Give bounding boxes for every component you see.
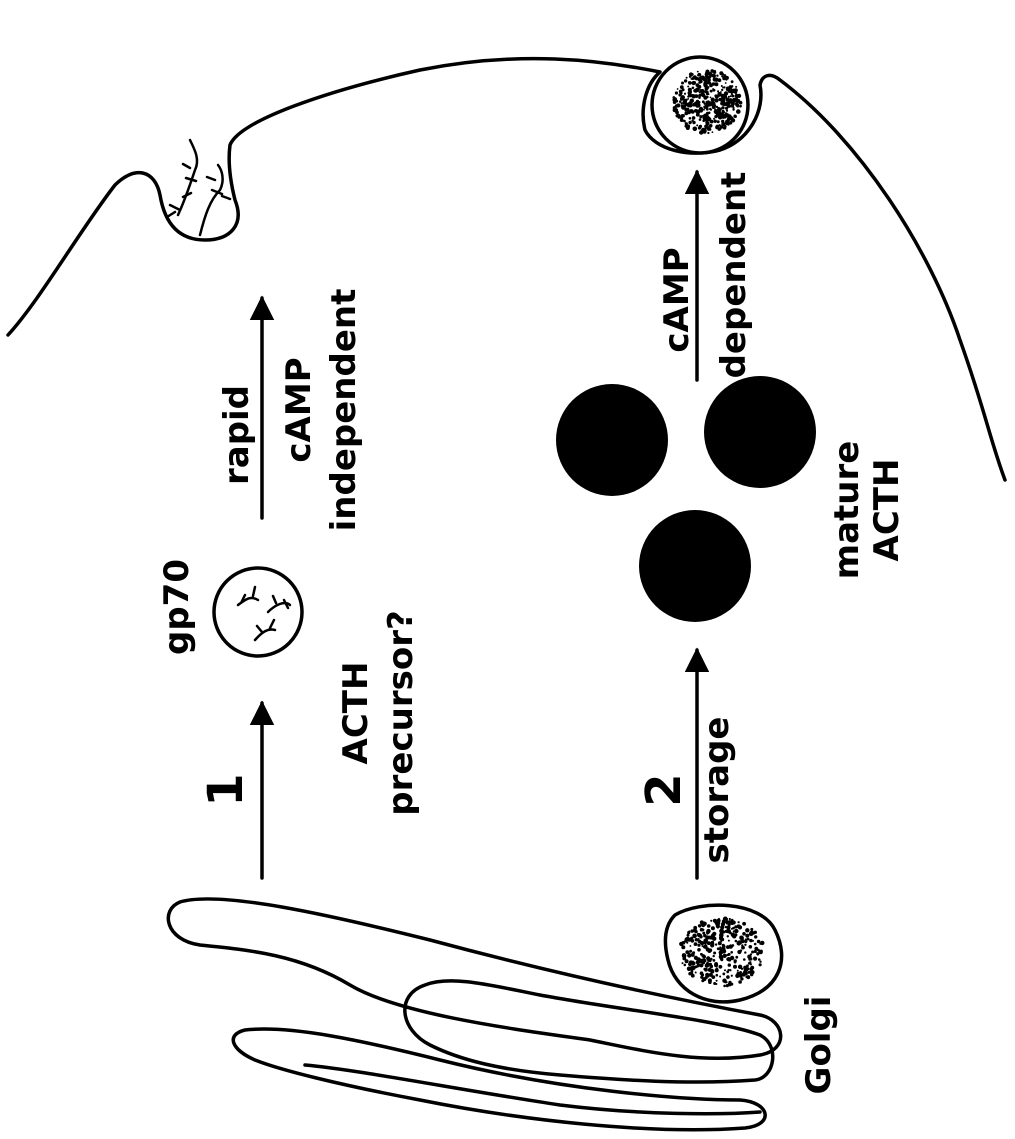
mature-acth-line1: mature [827, 441, 867, 580]
camp-dependent-line1: cAMP [657, 247, 697, 352]
pathway-2-number: 2 [636, 773, 692, 806]
gp70-vesicle [214, 568, 302, 656]
gp70-label: gp70 [157, 559, 197, 655]
acth-precursor-line1: ACTH [336, 662, 376, 765]
golgi-condensing-vacuole [665, 905, 781, 1002]
mature-acth-granule-3 [704, 376, 816, 488]
acth-precursor-line2: precursor? [381, 610, 421, 815]
mature-acth-granule-2 [639, 510, 751, 622]
plasma-membrane [8, 59, 1005, 480]
camp-independent-line1: cAMP [279, 357, 319, 462]
storage-label: storage [697, 717, 737, 864]
releasing-granule [652, 57, 748, 153]
pathway-1-number: 1 [198, 773, 254, 806]
released-gp70-material [167, 140, 230, 235]
golgi-label: Golgi [799, 996, 839, 1095]
mature-acth-line2: ACTH [867, 459, 907, 562]
camp-dependent-line2: dependent [714, 172, 754, 379]
rapid-label: rapid [217, 385, 257, 485]
camp-independent-line2: independent [324, 289, 364, 532]
mature-acth-granule-1 [556, 384, 668, 496]
